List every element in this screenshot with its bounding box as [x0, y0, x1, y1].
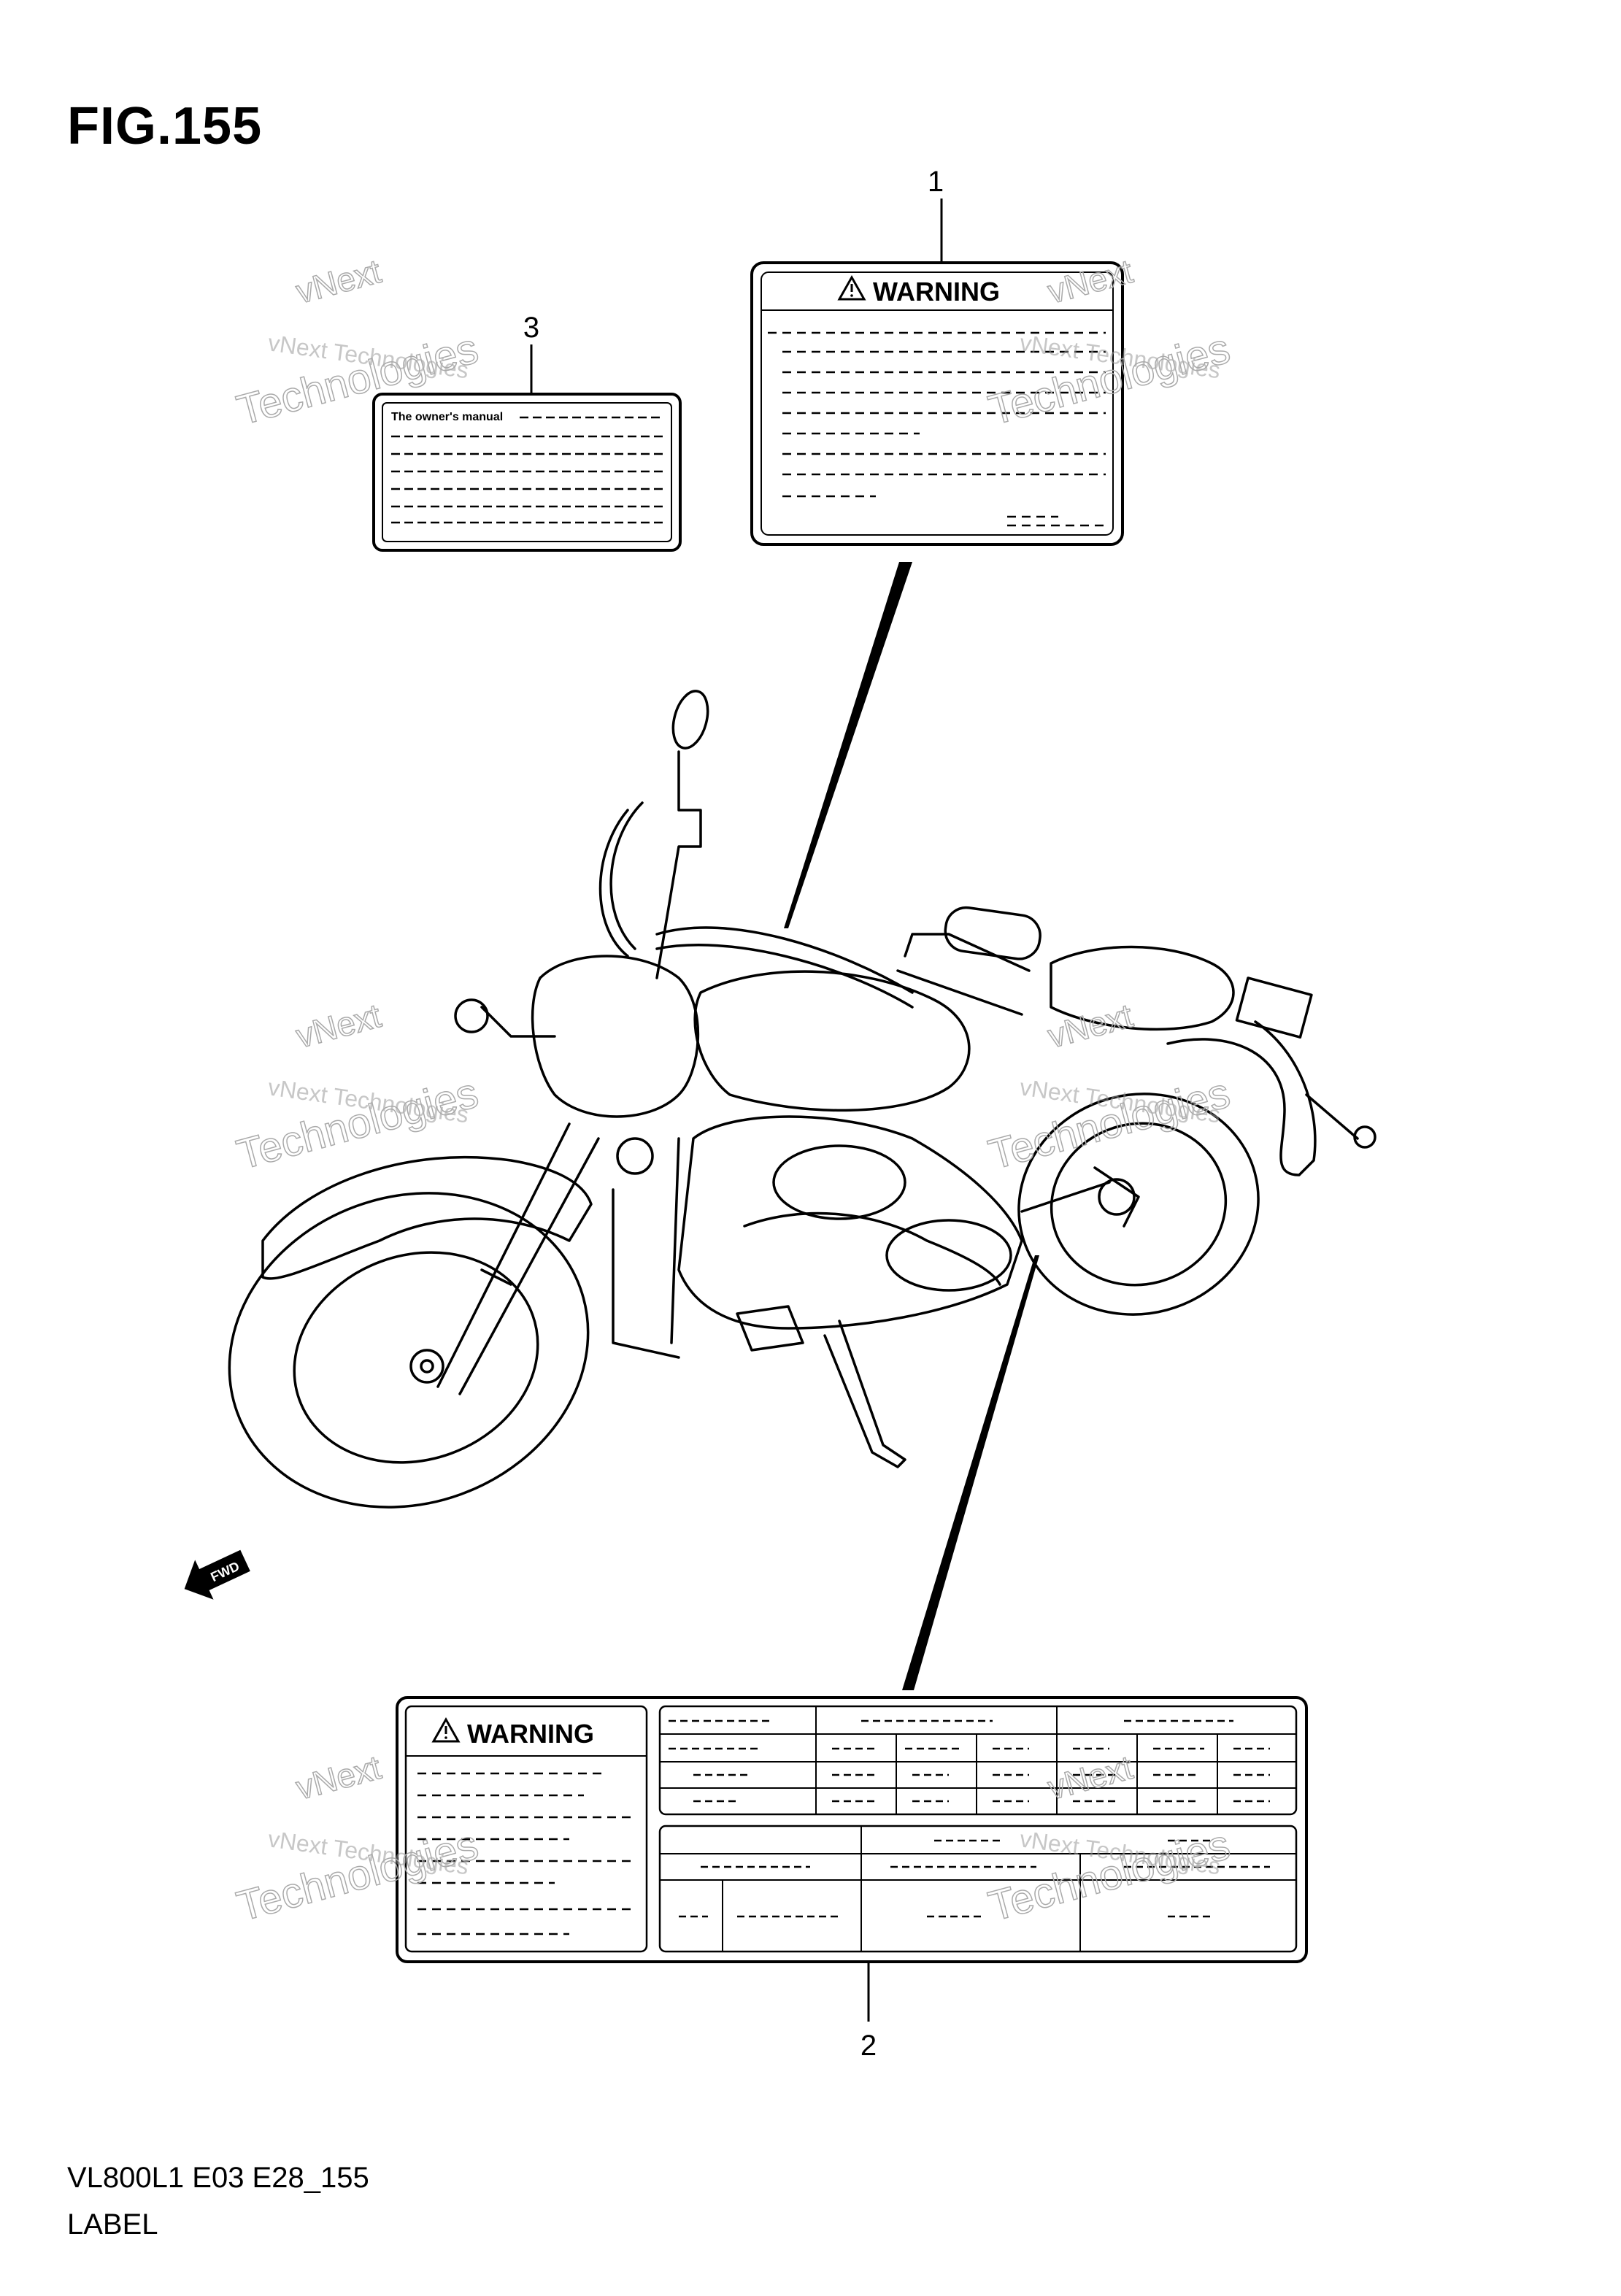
leader-1	[784, 562, 912, 928]
label-1: WARNING	[750, 261, 1124, 546]
warning-icon	[432, 1718, 460, 1743]
watermarks: vNext Technologies vNext Technologies vN…	[231, 251, 1235, 1930]
label-2: WARNING	[396, 1696, 1308, 1963]
callout-1: 1	[928, 166, 944, 198]
figure-code: VL800L1 E03 E28_155	[67, 2162, 369, 2194]
figure-title: FIG.155	[67, 97, 263, 155]
watermark: vNext Technologies vNext Technologies	[983, 251, 1235, 434]
watermark: vNext Technologies vNext Technologies	[231, 1747, 483, 1930]
svg-text:vNext: vNext	[292, 996, 385, 1055]
svg-text:vNext: vNext	[292, 252, 385, 311]
warning-icon	[838, 276, 866, 301]
leader-2	[902, 1255, 1039, 1690]
label-2-warning-text-lines	[417, 1772, 635, 1935]
callout-2: 2	[860, 2030, 877, 2062]
watermark: vNext Technologies vNext Technologies	[983, 995, 1235, 1179]
watermark: vNext Technologies vNext Technologies	[231, 251, 483, 434]
label-3-text-lines	[391, 416, 663, 524]
label-1-heading: WARNING	[873, 277, 1000, 307]
watermark: vNext Technologies vNext Technologies	[231, 995, 483, 1179]
callout-3: 3	[523, 312, 539, 344]
label-2-spec-dashes	[679, 1839, 1270, 1918]
label-3: The owner's manual	[372, 393, 682, 552]
fwd-direction-arrow: FWD	[184, 1549, 250, 1600]
figure-subtitle: LABEL	[67, 2208, 158, 2241]
label-3-heading: The owner's manual	[391, 411, 503, 423]
label-1-text-lines	[768, 331, 1106, 527]
svg-text:vNext: vNext	[1044, 1748, 1136, 1807]
motorcycle-illustration	[228, 690, 1376, 1509]
svg-text:vNext: vNext	[292, 1748, 385, 1807]
svg-text:vNext: vNext	[1044, 996, 1136, 1055]
label-2-heading: WARNING	[467, 1719, 594, 1749]
label-2-table-dashes	[669, 1719, 1270, 1803]
